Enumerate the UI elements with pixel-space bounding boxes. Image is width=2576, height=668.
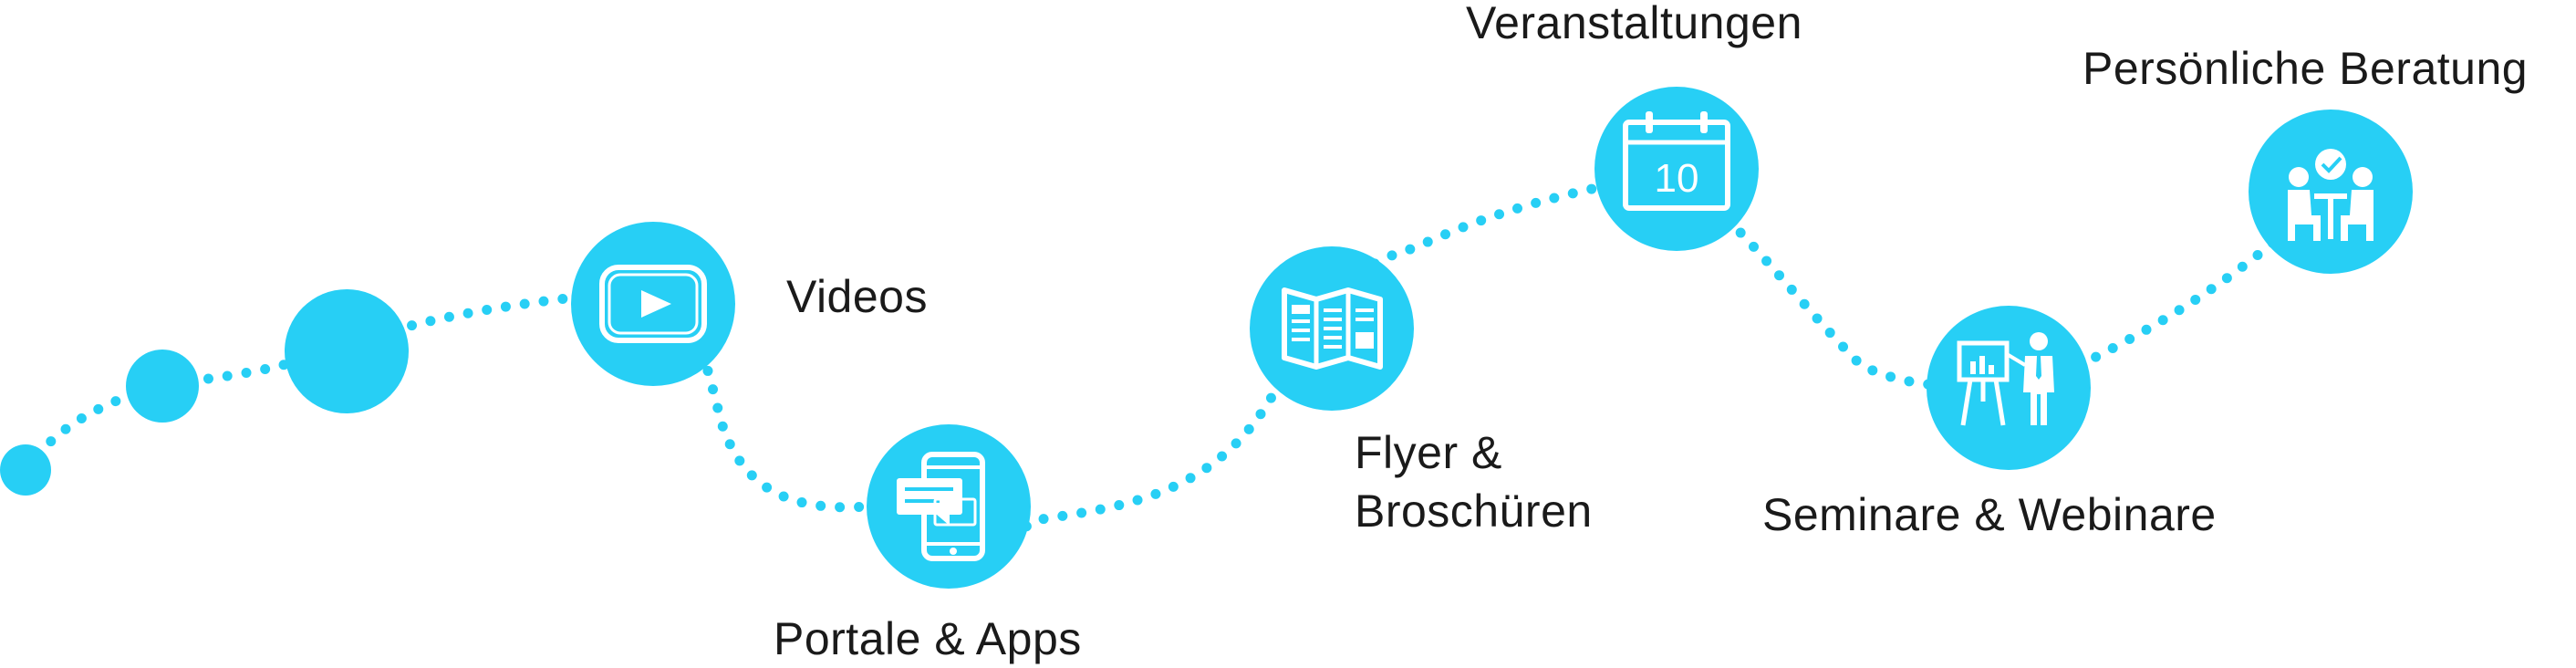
consultation-icon [2288,149,2373,241]
calendar-icon: 10 [1623,111,1730,211]
presentation-icon [1957,332,2054,426]
deco-circle-small [0,444,51,496]
deco-circle-large [285,289,409,413]
label-flyer: Flyer & Broschüren [1355,427,1593,537]
node-veranstaltungen: 10 [1594,87,1759,251]
calendar-day: 10 [1655,156,1699,201]
deco-circle-medium [126,350,199,423]
label-portale: Portale & Apps [774,613,1082,664]
node-beratung [2249,110,2413,274]
label-veranstaltungen: Veranstaltungen [1466,0,1802,48]
smartphone-chat-icon [897,452,985,561]
label-seminare: Seminare & Webinare [1762,489,2217,540]
node-portale [867,424,1031,589]
brochure-icon [1282,287,1383,370]
label-videos: Videos [786,271,928,322]
label-beratung: Persönliche Beratung [2083,43,2529,94]
play-video-icon [599,265,707,343]
node-seminare [1927,306,2091,470]
node-videos [571,222,735,386]
dotted-path [20,168,2336,539]
node-flyer [1250,246,1414,411]
